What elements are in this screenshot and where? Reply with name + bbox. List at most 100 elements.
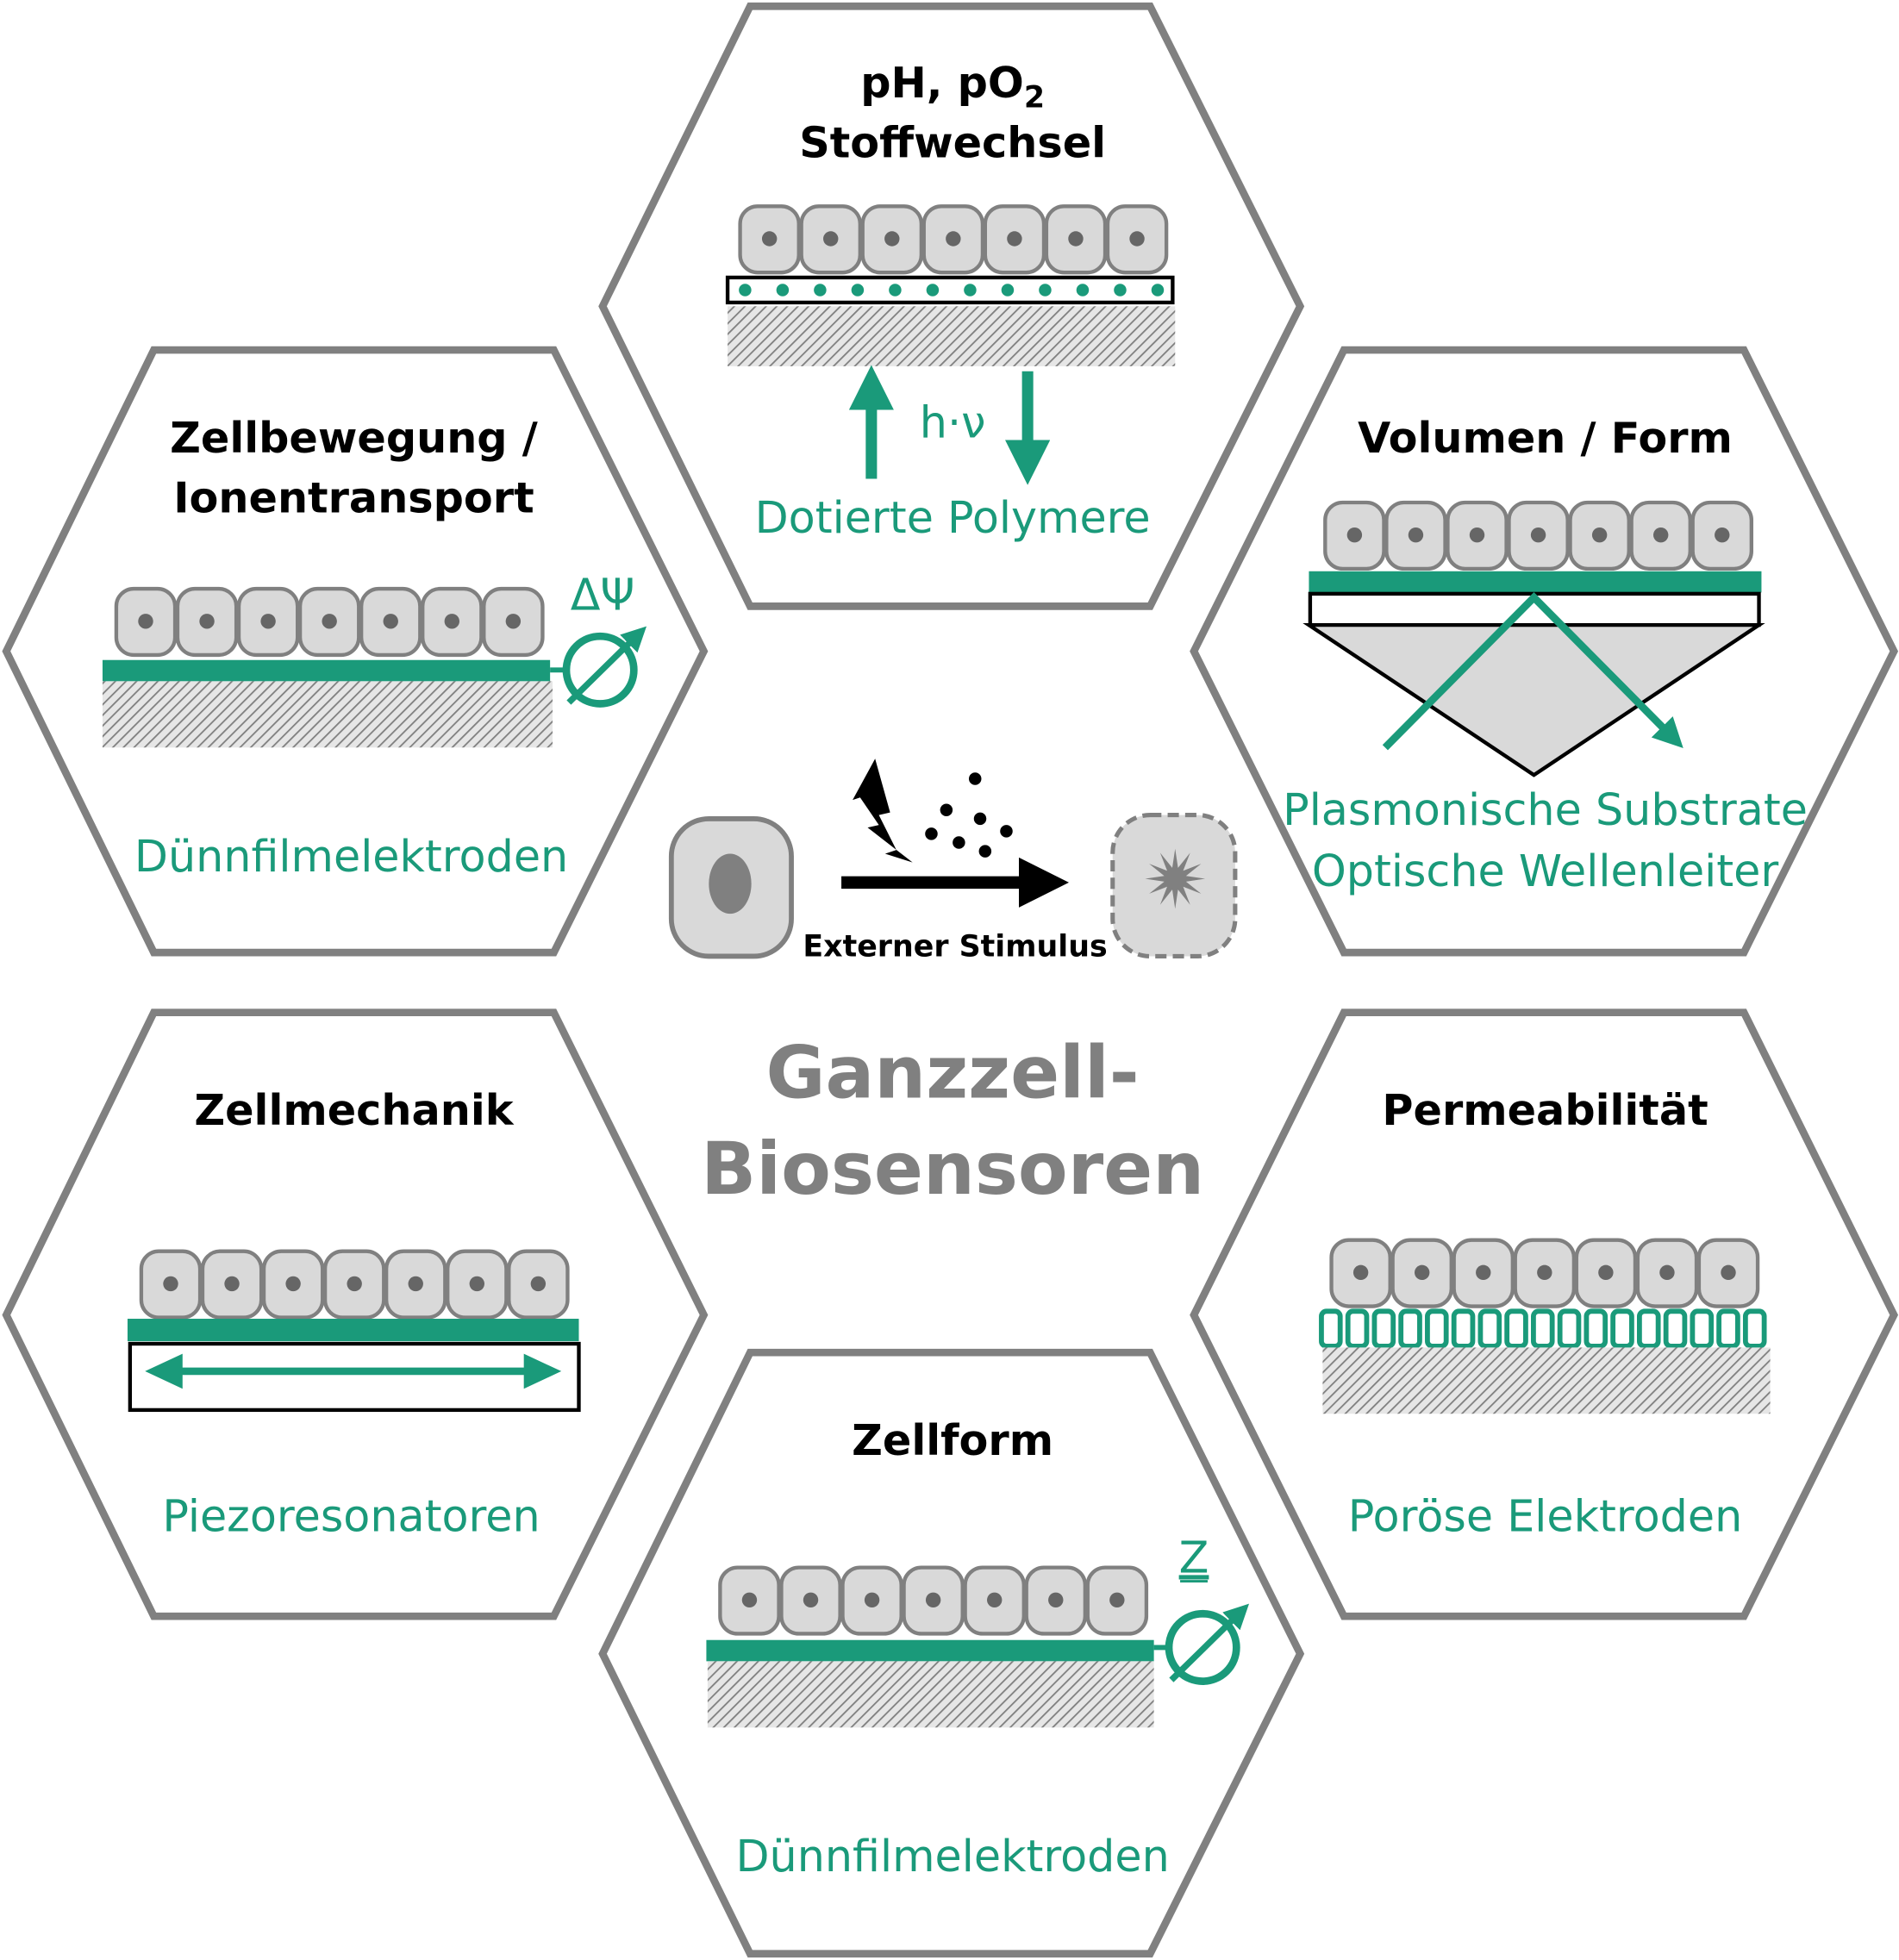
voltmeter-icon — [550, 626, 647, 708]
cell — [1635, 1238, 1699, 1308]
dopant-dot — [1076, 284, 1090, 296]
pore — [1557, 1308, 1582, 1349]
cell — [718, 1565, 781, 1636]
cell — [175, 586, 239, 658]
dopant-dot — [739, 284, 752, 296]
dopant-dot — [964, 284, 977, 296]
right-lower-label: Poröse Elektroden — [1348, 1491, 1743, 1542]
cell — [1696, 1238, 1760, 1308]
substrate — [1322, 1347, 1771, 1414]
cell — [139, 1249, 203, 1320]
left-lower-label: Piezoresonatoren — [162, 1491, 540, 1542]
photon-symbol: h·ν — [920, 397, 986, 448]
dopant-dot — [889, 284, 902, 296]
bottom-label: Dünnfilmelektroden — [735, 1831, 1169, 1882]
bottom-title: Zellform — [852, 1415, 1053, 1465]
right-upper-label-line1: Plasmonische Substrate — [1283, 784, 1808, 835]
right-lower-title: Permeabilität — [1382, 1085, 1708, 1135]
right-upper-title: Volumen / Form — [1358, 413, 1733, 463]
center-title-line1: Ganzzell- — [766, 1030, 1140, 1114]
plasmonic-layer — [1309, 571, 1762, 593]
cell — [1024, 1565, 1088, 1636]
pore — [1345, 1308, 1370, 1349]
left-upper-title-line1: Zellbewegung / — [170, 413, 538, 463]
dopant-dot — [814, 284, 827, 296]
center-title-line2: Biosensoren — [701, 1127, 1204, 1211]
cell — [799, 204, 862, 275]
pore — [1663, 1308, 1688, 1349]
light-path-icon — [1382, 592, 1683, 751]
dopant-dot — [1001, 284, 1015, 296]
substrate — [707, 1661, 1154, 1728]
cell — [1105, 204, 1169, 275]
cell — [1323, 500, 1386, 571]
cell — [236, 586, 300, 658]
membrane-potential-symbol: ΔΨ — [571, 570, 635, 621]
substrate — [728, 306, 1176, 366]
dopant-dot — [851, 284, 865, 296]
cell — [1085, 1565, 1149, 1636]
cell — [840, 1565, 903, 1636]
dopant-dot — [1151, 284, 1165, 296]
top-label: Dotierte Polymere — [755, 492, 1151, 543]
polymer-layer — [725, 275, 1175, 305]
pore — [1398, 1308, 1422, 1349]
pore — [1319, 1308, 1343, 1349]
damaged-cell-icon — [1110, 813, 1238, 958]
pore — [1425, 1308, 1449, 1349]
left-lower-title: Zellmechanik — [194, 1085, 514, 1135]
dopant-dots — [739, 284, 1165, 296]
dopant-dot — [926, 284, 940, 296]
cell — [359, 586, 422, 658]
cell — [921, 204, 985, 275]
pore — [1451, 1308, 1476, 1349]
pore — [1531, 1308, 1555, 1349]
particles-icon — [925, 772, 1013, 858]
left-upper-title-line2: Ionentransport — [173, 473, 534, 523]
cell — [1329, 1238, 1392, 1308]
pore — [1584, 1308, 1609, 1349]
cell — [963, 1565, 1026, 1636]
porous-electrode — [1319, 1308, 1767, 1349]
cell — [1507, 500, 1570, 571]
pore — [1742, 1308, 1767, 1349]
cell — [1574, 1238, 1638, 1308]
prism — [1302, 622, 1765, 777]
left-upper-label: Dünnfilmelektroden — [134, 831, 568, 882]
cell — [902, 1565, 965, 1636]
quartz-resonator — [128, 1341, 581, 1413]
hexagon-left-upper — [2, 346, 709, 957]
cell — [738, 204, 801, 275]
electrode-layer — [127, 1319, 579, 1342]
cell — [1568, 500, 1631, 571]
dopant-dot — [776, 284, 790, 296]
cell — [507, 1249, 570, 1320]
cell — [860, 204, 924, 275]
cell — [261, 1249, 325, 1320]
cell — [779, 1565, 842, 1636]
cell — [1390, 1238, 1453, 1308]
right-upper-label-line2: Optische Wellenleiter — [1312, 846, 1779, 896]
pore — [1504, 1308, 1528, 1349]
pore — [1610, 1308, 1634, 1349]
dopant-dot — [1114, 284, 1127, 296]
pore — [1690, 1308, 1715, 1349]
cell — [1384, 500, 1447, 571]
pore — [1371, 1308, 1396, 1349]
cell — [1044, 204, 1108, 275]
double-arrow-icon — [145, 1353, 562, 1389]
stimulus-label: Externer Stimulus — [803, 929, 1107, 964]
substrate — [102, 681, 553, 748]
cell — [322, 1249, 386, 1320]
impedance-symbol: Z — [1179, 1532, 1209, 1582]
electrode-layer — [706, 1639, 1154, 1662]
cell — [1513, 1238, 1577, 1308]
impedance-meter-icon — [1153, 1603, 1250, 1685]
cell — [446, 1249, 509, 1320]
cell — [1690, 500, 1754, 571]
top-title-line1: pH, pO2 — [860, 58, 1045, 115]
pore — [1477, 1308, 1502, 1349]
cell — [200, 1249, 264, 1320]
pore — [1716, 1308, 1740, 1349]
